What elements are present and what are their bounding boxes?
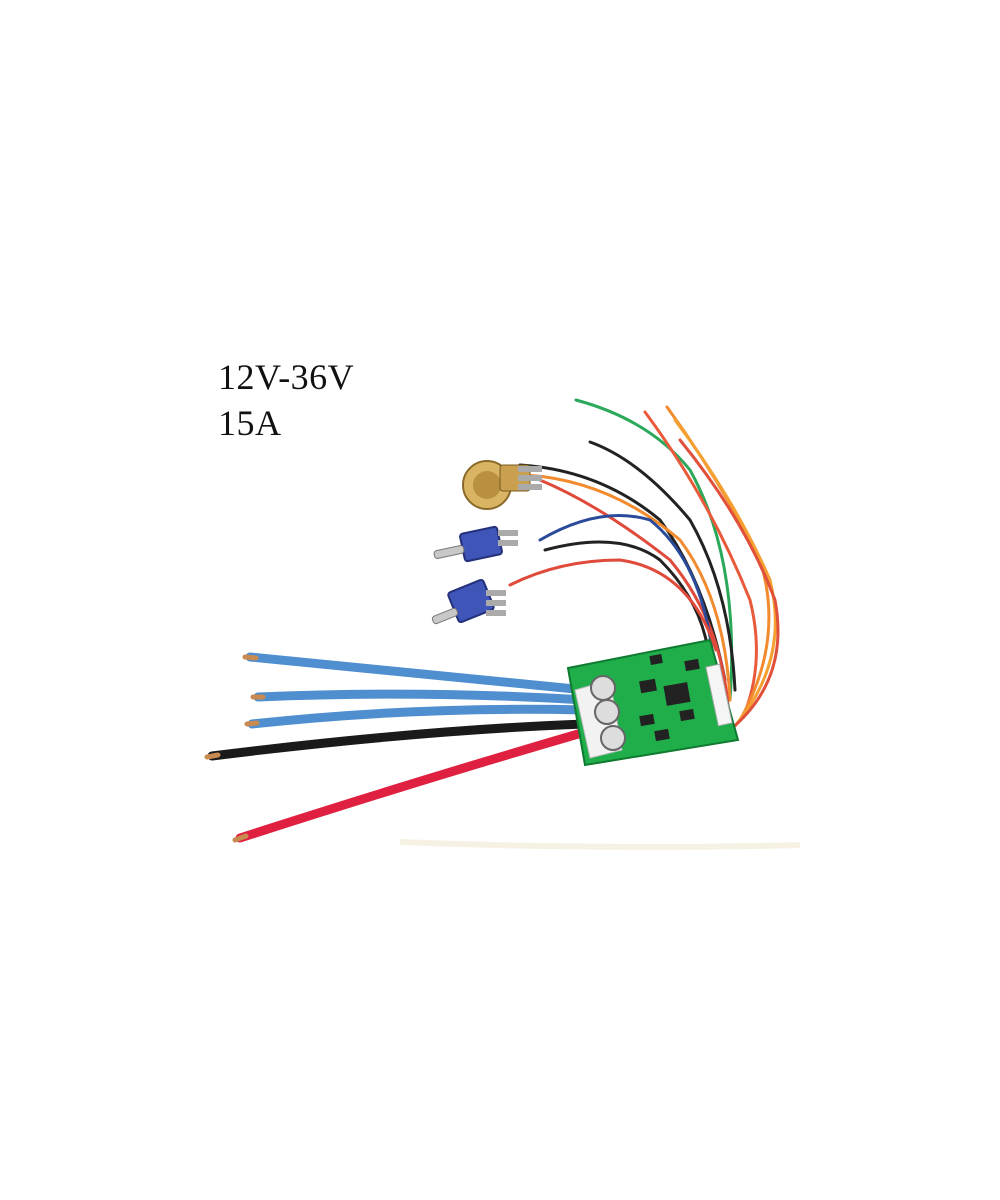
blue-wire (538, 514, 714, 652)
phase-wires (204, 652, 590, 843)
potentiometer (462, 460, 542, 510)
controller-board (566, 638, 740, 767)
black-wire-2 (518, 463, 727, 682)
toggle-switch-2 (431, 578, 506, 625)
current-spec-label: 15A (218, 403, 282, 443)
red-wire-1 (643, 410, 758, 714)
signal-wires (508, 398, 780, 732)
orange-wire-2 (673, 418, 777, 728)
red-wire-2 (678, 438, 780, 732)
orange-wire-3 (523, 473, 732, 702)
toggle-switch-1 (433, 525, 518, 563)
red-wire-3 (538, 478, 730, 707)
table-shadow (399, 839, 801, 850)
ground-wire (207, 719, 590, 761)
red-wire-4 (508, 558, 718, 652)
green-wire (574, 398, 734, 702)
phase-wire-3 (247, 704, 590, 729)
phase-wire-2 (253, 689, 590, 705)
black-wire-3 (543, 540, 710, 652)
power-wire (235, 727, 590, 843)
phase-wire-1 (245, 652, 590, 695)
voltage-spec-label: 12V-36V (218, 357, 355, 397)
black-wire-1 (588, 440, 737, 692)
